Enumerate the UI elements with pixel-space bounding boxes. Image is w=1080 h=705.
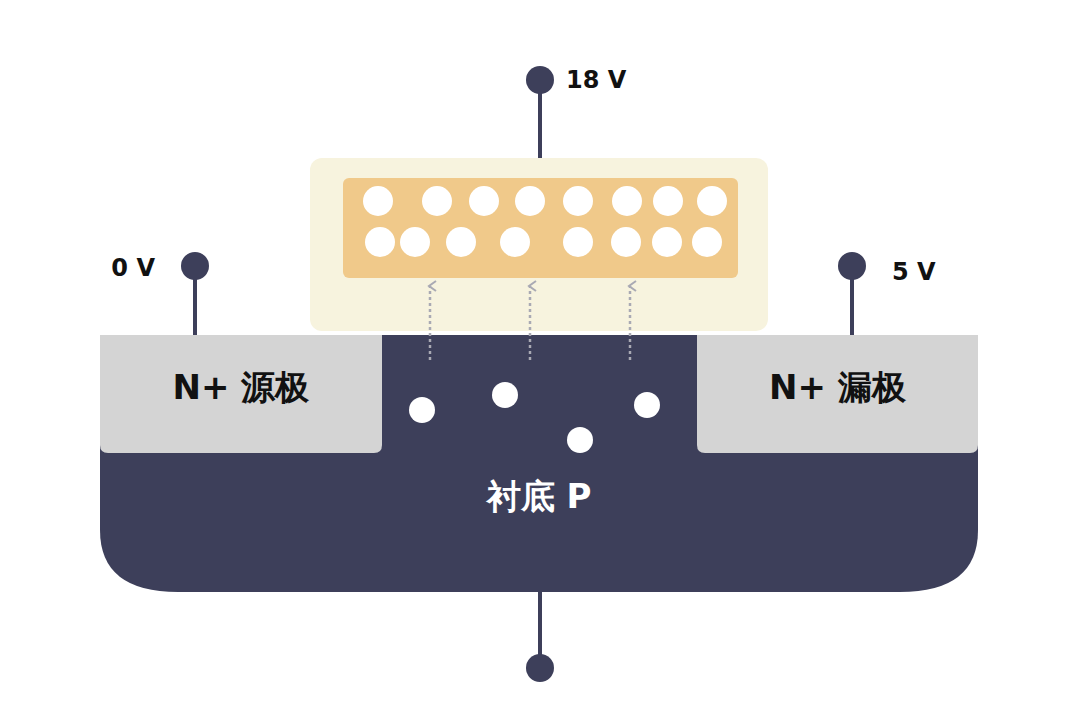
electron	[563, 186, 593, 216]
electron	[697, 186, 727, 216]
electron	[653, 186, 683, 216]
tunnel-arrow	[629, 286, 632, 360]
electron	[611, 227, 641, 257]
electron	[446, 227, 476, 257]
p-substrate	[100, 335, 978, 592]
electron	[634, 392, 660, 418]
drain-box: N+ 漏极	[697, 335, 978, 453]
electron	[363, 186, 393, 216]
electron	[500, 227, 530, 257]
drain-terminal	[838, 252, 866, 280]
source-terminal	[181, 252, 209, 280]
voltage-label: 5 V	[892, 258, 936, 286]
tunnel-arrow	[529, 286, 532, 360]
electron	[469, 186, 499, 216]
electron	[567, 427, 593, 453]
tunnel-arrow	[429, 286, 432, 360]
electron	[612, 186, 642, 216]
electron	[652, 227, 682, 257]
electron	[400, 227, 430, 257]
electron	[365, 227, 395, 257]
region-label: 衬底 P	[487, 474, 592, 520]
voltage-label: 18 V	[566, 66, 626, 94]
substrate-terminal	[526, 654, 554, 682]
electron	[422, 186, 452, 216]
gate-oxide	[310, 158, 768, 331]
electron	[409, 397, 435, 423]
region-label: N+ 漏极	[769, 365, 906, 411]
floating-gate	[343, 178, 738, 278]
gate-terminal	[526, 66, 554, 94]
source-region	[100, 335, 382, 453]
source-box: N+ 源极	[100, 335, 382, 453]
electron	[692, 227, 722, 257]
drain-region	[697, 335, 978, 453]
electron	[492, 382, 518, 408]
electron	[515, 186, 545, 216]
electron	[563, 227, 593, 257]
substrate-region: 衬底 P N+ 源极 N+ 漏极	[100, 335, 978, 592]
voltage-label: 0 V	[111, 254, 155, 282]
trapped-electrons	[363, 186, 727, 257]
region-label: N+ 源极	[173, 365, 310, 411]
